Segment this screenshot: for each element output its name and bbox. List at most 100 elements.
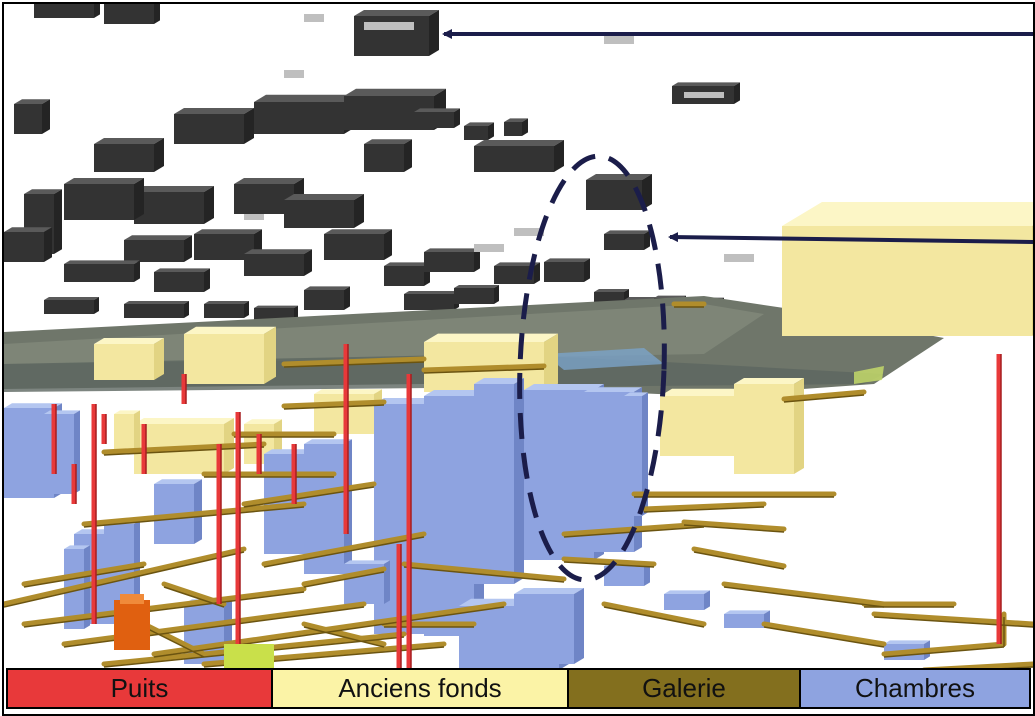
galerie-shadow	[643, 506, 765, 513]
galerie-segment	[161, 581, 227, 607]
building-block	[154, 268, 210, 292]
annotations	[442, 29, 1033, 583]
ancien-fond-block	[734, 378, 804, 474]
building-block	[284, 194, 364, 228]
galerie-segment	[81, 501, 307, 527]
misc-volumes	[114, 594, 274, 672]
galerie-segment	[881, 641, 1007, 657]
building-block	[124, 235, 192, 262]
galerie-segment	[241, 481, 377, 507]
galerie-shadow	[153, 606, 505, 658]
legend-label-galerie: Galerie	[642, 673, 726, 703]
galerie-shadow	[763, 626, 885, 648]
legend-label-anciens-fonds: Anciens fonds	[338, 673, 502, 703]
building-block	[174, 108, 254, 144]
galerie-shadow	[603, 606, 705, 628]
legend-item-anciens-fonds: Anciens fonds	[273, 668, 569, 709]
building-block	[364, 139, 412, 172]
building-roof	[684, 92, 724, 98]
galerie-segment	[21, 586, 307, 627]
galerie-shadow	[303, 626, 385, 648]
building-block	[384, 262, 430, 286]
puits-shafts	[51, 344, 1002, 672]
galerie-segment	[761, 621, 887, 647]
chambre-block	[624, 392, 648, 516]
building-block	[64, 260, 140, 282]
building-block	[34, 4, 100, 18]
building-block	[354, 10, 439, 56]
legend-item-chambres: Chambres	[801, 668, 1031, 709]
building-block	[454, 285, 499, 304]
building-roof	[364, 22, 414, 30]
galerie-shadow	[693, 551, 785, 570]
galerie-segment	[21, 561, 147, 587]
galerie-shadow	[403, 566, 565, 583]
galerie-shadow	[283, 404, 385, 410]
legend-label-puits: Puits	[110, 673, 169, 703]
ancien-fond-block	[782, 202, 1033, 336]
building-block	[124, 301, 189, 318]
building-block	[14, 99, 50, 134]
ancien-fond-block	[94, 338, 164, 380]
galerie-segment	[301, 566, 387, 587]
building-block	[254, 94, 356, 134]
galerie-shadow	[243, 486, 375, 508]
legend-item-puits: Puits	[6, 668, 273, 709]
chambre-block	[664, 590, 710, 610]
ancien-fond-block	[184, 326, 276, 384]
galerie-shadow	[423, 368, 545, 374]
building-block	[44, 297, 99, 314]
building-block	[104, 4, 160, 24]
ancien-fond-block	[114, 410, 140, 454]
building-block	[404, 291, 459, 310]
building-block	[204, 301, 249, 318]
building-block	[134, 186, 214, 224]
building-block	[4, 227, 52, 262]
building-block	[544, 258, 590, 282]
dashed-ellipse-highlight	[517, 153, 667, 583]
galerie-segment	[641, 501, 767, 512]
galerie-segment	[421, 363, 547, 373]
building-block	[604, 230, 650, 250]
galerie-shadow	[83, 506, 305, 528]
3d-scene	[4, 4, 1033, 674]
building-roof	[514, 228, 544, 236]
legend-label-chambres: Chambres	[855, 673, 975, 703]
chambre-block	[104, 520, 140, 604]
galerie-tunnels	[4, 301, 1033, 674]
galerie-segment	[681, 519, 787, 532]
galerie-shadow	[563, 561, 655, 568]
galerie-segment	[561, 556, 657, 567]
chambre-block	[514, 588, 584, 664]
galerie-shadow	[23, 591, 305, 628]
chambre-block	[474, 378, 524, 584]
building-block	[474, 140, 564, 172]
galerie-shadow	[683, 524, 785, 533]
galerie-shadow	[23, 566, 145, 588]
galerie-segment	[4, 546, 247, 607]
building-block	[414, 108, 460, 128]
galerie-segment	[691, 546, 787, 569]
building-block	[504, 118, 528, 136]
legend-item-galerie: Galerie	[569, 668, 801, 709]
galerie-shadow	[163, 586, 225, 608]
galerie-segment	[281, 399, 387, 409]
building-roof	[604, 34, 634, 44]
surface-buildings	[4, 4, 754, 320]
galerie-shadow	[783, 394, 865, 403]
galerie-shadow	[4, 551, 245, 608]
building-roof	[284, 70, 304, 78]
building-block	[324, 229, 392, 260]
galerie-segment	[281, 356, 427, 367]
legend: Puits Anciens fonds Galerie Chambres	[6, 668, 1031, 709]
arrow-missing-void	[668, 232, 1033, 244]
galerie-shadow	[873, 616, 1033, 628]
galerie-segment	[601, 601, 707, 627]
building-roof	[474, 244, 504, 252]
galerie-segment	[401, 561, 567, 582]
building-block	[464, 122, 494, 140]
galerie-shadow	[303, 571, 385, 588]
building-block	[494, 262, 540, 284]
galerie-shadow	[263, 536, 425, 568]
